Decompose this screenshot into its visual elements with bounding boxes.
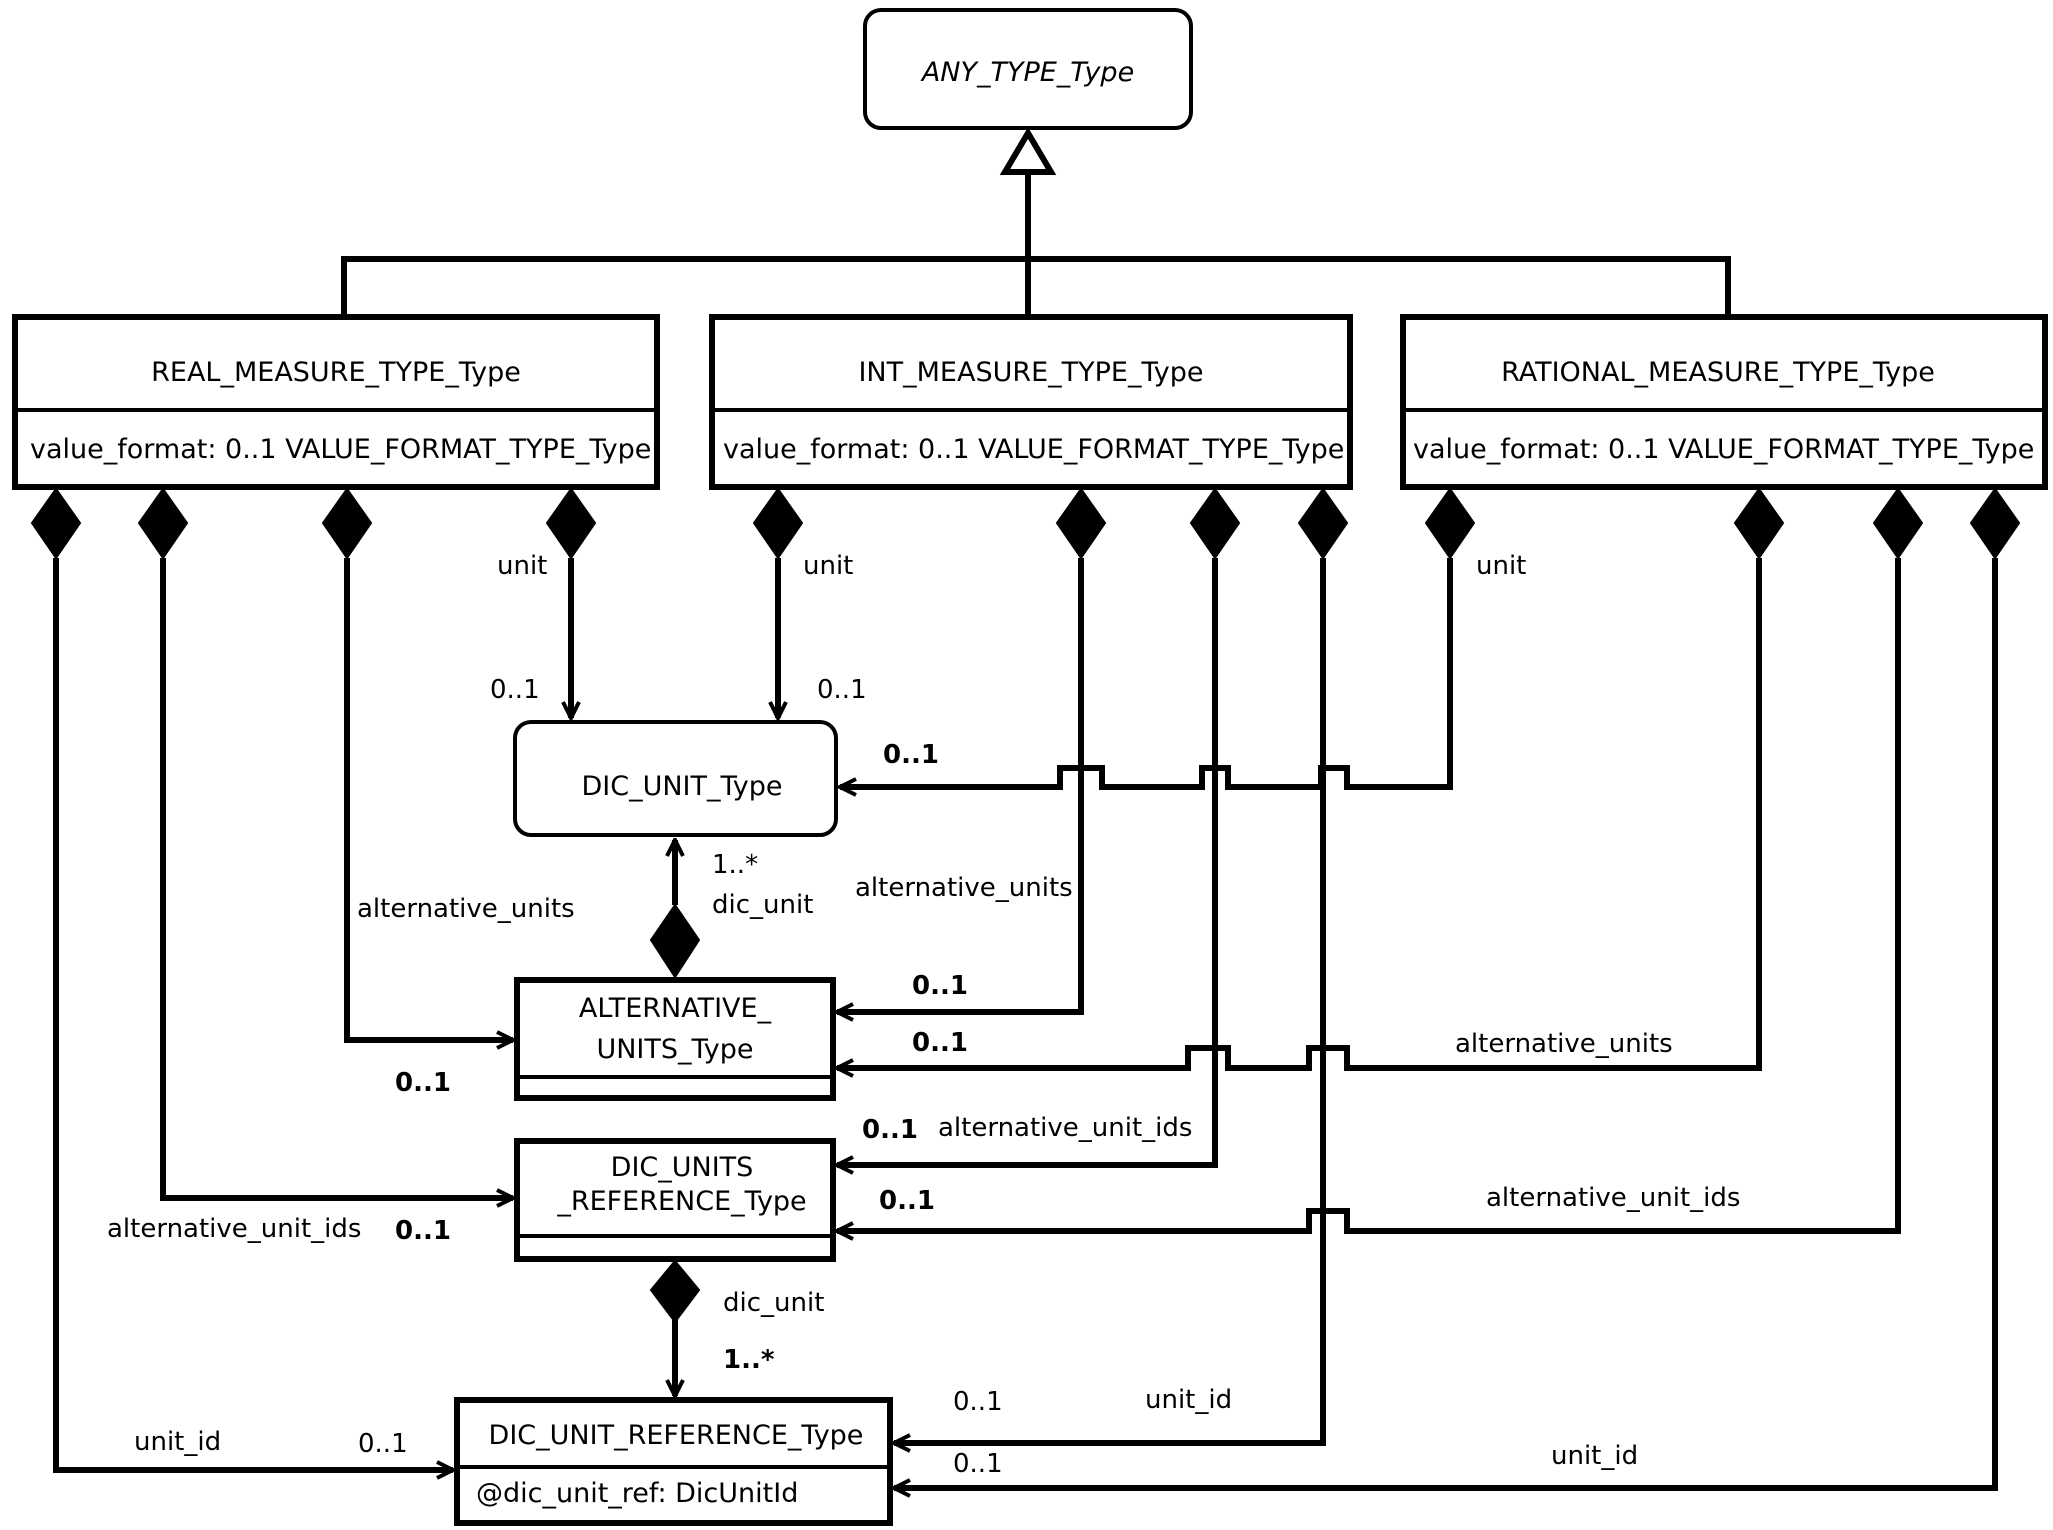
label-int-unit-mult: 0..1 (817, 675, 867, 705)
label-real-alt-ids-role: alternative_unit_ids (107, 1214, 361, 1244)
assoc-real-unit-id-line (53, 558, 453, 1470)
label-rational-unit-role: unit (1476, 551, 1526, 581)
alt-units-diamond-dic-unit (649, 903, 701, 979)
class-real-measure-attribute: value_format: 0..1 VALUE_FORMAT_TYPE_Typ… (30, 434, 651, 465)
class-real-measure: REAL_MEASURE_TYPE_Type value_format: 0..… (12, 314, 660, 490)
real-diamond-alt-ids (137, 487, 189, 560)
label-rational-alt-units-mult: 0..1 (912, 1028, 968, 1058)
class-rational-measure-attribute: value_format: 0..1 VALUE_FORMAT_TYPE_Typ… (1413, 434, 2034, 465)
class-any-type: ANY_TYPE_Type (863, 8, 1193, 130)
class-int-measure: INT_MEASURE_TYPE_Type value_format: 0..1… (709, 314, 1353, 490)
label-int-unit-id-role: unit_id (1145, 1385, 1232, 1415)
class-dic-unit: DIC_UNIT_Type (513, 720, 838, 837)
label-rational-unit-mult: 0..1 (883, 740, 939, 770)
class-alternative-units-name-line1: ALTERNATIVE_ (579, 993, 772, 1024)
label-real-unit-id-role: unit_id (134, 1427, 221, 1457)
label-real-unit-id-mult: 0..1 (358, 1429, 408, 1459)
class-dic-unit-name: DIC_UNIT_Type (581, 771, 782, 802)
int-diamond-unit-id (1297, 487, 1349, 560)
label-dic-unit-role: dic_unit (712, 890, 813, 920)
label-rational-alt-ids-mult: 0..1 (879, 1186, 935, 1216)
composition-diamonds (30, 487, 2021, 1324)
int-diamond-unit (752, 487, 804, 560)
label-rational-alt-units-role: alternative_units (1455, 1029, 1673, 1059)
class-int-measure-name: INT_MEASURE_TYPE_Type (858, 357, 1203, 388)
label-real-alt-units-mult: 0..1 (395, 1068, 451, 1098)
assoc-real-alt-ids-line (160, 558, 513, 1198)
label-rational-alt-ids-role: alternative_unit_ids (1486, 1183, 1740, 1213)
label-int-unit-id-mult: 0..1 (953, 1387, 1003, 1417)
label-rational-unit-id-role: unit_id (1551, 1441, 1638, 1471)
assoc-real-alt-units-line (344, 558, 513, 1040)
int-diamond-alt-units (1055, 487, 1107, 560)
label-real-alt-ids-mult: 0..1 (395, 1216, 451, 1246)
real-diamond-unit-id (30, 487, 82, 560)
class-alternative-units-name-line2: UNITS_Type (596, 1034, 753, 1065)
class-dic-unit-reference-name: DIC_UNIT_REFERENCE_Type (489, 1420, 864, 1451)
class-dic-unit-reference-attribute: @dic_unit_ref: DicUnitId (476, 1478, 798, 1509)
associations (53, 558, 1998, 1488)
class-rational-measure-name: RATIONAL_MEASURE_TYPE_Type (1501, 357, 1935, 388)
rational-diamond-unit (1424, 487, 1476, 560)
class-dic-units-reference-name-line1: DIC_UNITS (611, 1152, 754, 1183)
generalization (341, 127, 1731, 317)
rational-diamond-unit-id (1969, 487, 2021, 560)
label-int-alt-ids-mult: 0..1 (862, 1115, 918, 1145)
assoc-int-unit-id-line (894, 558, 1326, 1443)
label-real-unit-mult: 0..1 (490, 675, 540, 705)
class-rational-measure: RATIONAL_MEASURE_TYPE_Type value_format:… (1400, 314, 2048, 490)
class-dic-unit-reference: DIC_UNIT_REFERENCE_Type @dic_unit_ref: D… (454, 1397, 893, 1526)
class-dic-units-reference-name-line2: _REFERENCE_Type (556, 1186, 806, 1217)
class-alternative-units: ALTERNATIVE_ UNITS_Type (514, 977, 836, 1101)
label-int-alt-units-mult: 0..1 (912, 971, 968, 1001)
assoc-rational-unit-id-line (894, 558, 1998, 1488)
label-int-alt-ids-role: alternative_unit_ids (938, 1113, 1192, 1143)
assoc-int-alt-units-line (837, 558, 1084, 1012)
label-real-alt-units-role: alternative_units (357, 894, 575, 924)
class-any-type-name: ANY_TYPE_Type (920, 57, 1134, 88)
int-diamond-alt-ids (1189, 487, 1241, 560)
rational-diamond-alt-units (1733, 487, 1785, 560)
label-dic-unit-mult: 1..* (712, 850, 758, 880)
dic-units-ref-diamond-dic-unit (649, 1259, 701, 1324)
label-int-alt-units-role: alternative_units (855, 873, 1073, 903)
association-labels: unit 0..1 unit 0..1 unit 0..1 1..* dic_u… (107, 551, 1740, 1479)
assoc-rational-unit-line (840, 558, 1453, 787)
label-real-unit-role: unit (497, 551, 547, 581)
generalization-bus-line (341, 256, 1731, 317)
class-dic-units-reference: DIC_UNITS _REFERENCE_Type (514, 1138, 836, 1262)
real-diamond-alt-units (321, 487, 373, 560)
real-diamond-unit (545, 487, 597, 560)
assoc-int-alt-ids-line (837, 558, 1218, 1165)
generalization-hollow-triangle (999, 127, 1057, 175)
label-int-unit-role: unit (803, 551, 853, 581)
label-rational-unit-id-mult: 0..1 (953, 1449, 1003, 1479)
class-real-measure-name: REAL_MEASURE_TYPE_Type (151, 357, 521, 388)
class-int-measure-attribute: value_format: 0..1 VALUE_FORMAT_TYPE_Typ… (723, 434, 1344, 465)
assoc-rational-alt-ids-line (837, 558, 1901, 1231)
assoc-rational-alt-units-line (837, 558, 1762, 1068)
label-ref-dic-unit-role: dic_unit (723, 1288, 824, 1318)
rational-diamond-alt-ids (1872, 487, 1924, 560)
label-ref-dic-unit-mult: 1..* (723, 1345, 775, 1375)
